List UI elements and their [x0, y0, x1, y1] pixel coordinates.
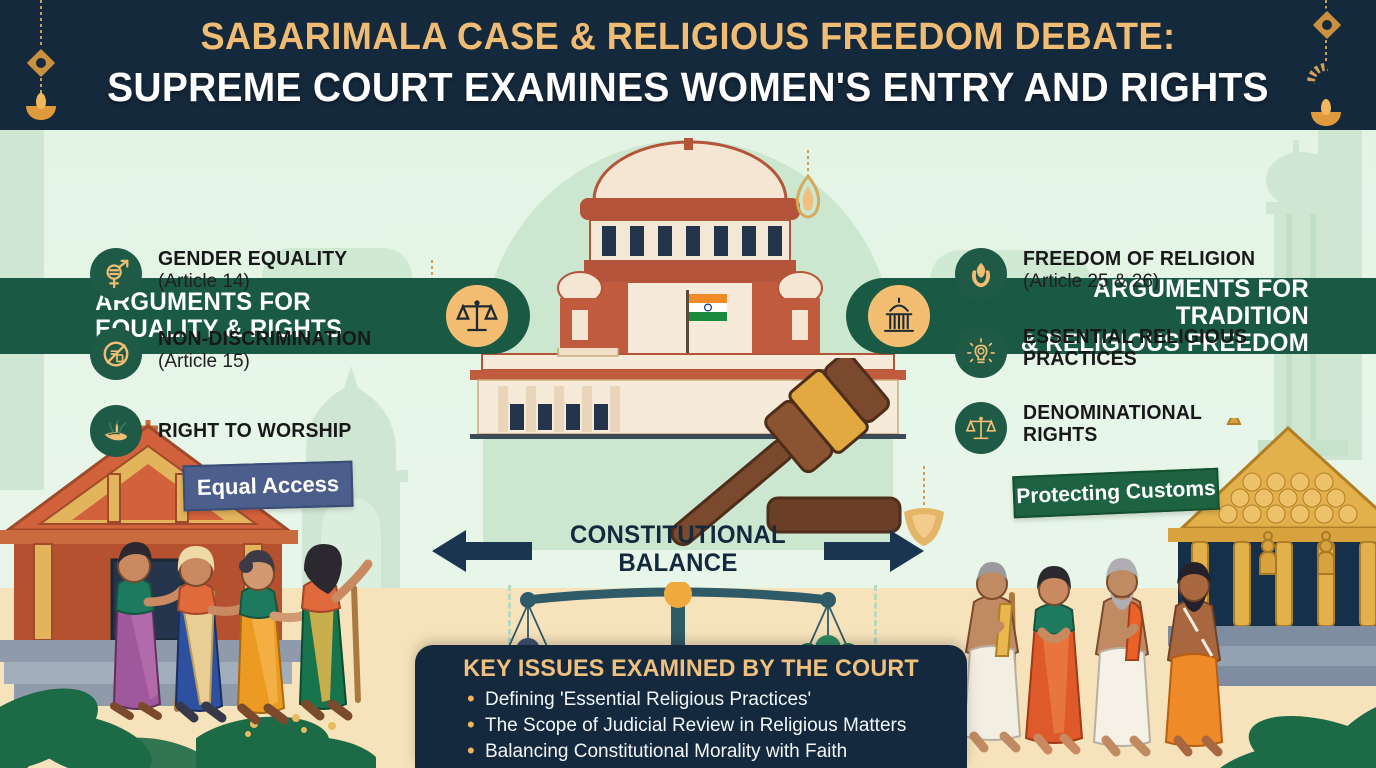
left-item-2-title: Right to Worship: [158, 419, 352, 442]
left-panel-header: Arguments for Equality & Rights: [0, 278, 530, 354]
key-issues-title: Key Issues Examined by the Court: [463, 655, 919, 682]
key-issues-item-1: The Scope of Judicial Review in Religiou…: [467, 712, 967, 739]
right-item-1-title: Essential Religious: [1023, 326, 1248, 348]
left-item-0-text: Gender Equality (Article 14): [158, 248, 353, 293]
foliage-left-flowers: [196, 714, 376, 768]
banner-protecting-customs: Protecting Customs: [1012, 467, 1220, 519]
left-item-1-text: Non-Discrimination (Article 15): [158, 328, 378, 373]
left-arrow-icon: [432, 530, 532, 572]
right-item-1: Essential Religious Practices: [955, 326, 1254, 378]
indian-flag-icon: [686, 290, 727, 354]
banner-equal-access-label: Equal Access: [196, 471, 340, 500]
gavel-icon: [670, 358, 902, 547]
right-arrow-icon: [824, 530, 924, 572]
left-item-2-text: Right to Worship: [158, 420, 358, 442]
right-item-1-text: Essential Religious Practices: [1023, 326, 1254, 371]
scales-of-justice-icon: [442, 281, 512, 351]
left-item-0: Gender Equality (Article 14): [90, 248, 353, 300]
left-item-1: Non-Discrimination (Article 15): [90, 328, 378, 380]
right-item-2-title: Denominational: [1023, 402, 1203, 424]
temple-flame-icon: [795, 150, 821, 219]
right-panel-header-text: Arguments for Tradition & Religious Free…: [973, 274, 1309, 357]
temple-courthouse-icon: [864, 281, 934, 351]
page-title-line1: Sabarimala Case & Religious Freedom Deba…: [200, 16, 1176, 58]
right-item-0-subtitle: (Article 25 & 26): [1023, 271, 1160, 293]
hanging-diya-lamp-icon: [26, 93, 56, 120]
left-item-1-title: Non-Discrimination: [158, 328, 372, 350]
hanging-string-left-1: [40, 0, 42, 54]
right-panel-header-line1: Arguments for Tradition: [1093, 274, 1309, 330]
key-issues-list: Defining 'Essential Religious Practices'…: [467, 686, 967, 765]
right-item-0-text: Freedom of Religion (Article 25 & 26): [1023, 248, 1262, 293]
title-banner: Sabarimala Case & Religious Freedom Deba…: [0, 0, 1376, 130]
key-issues-box: Key Issues Examined by the Court Definin…: [415, 645, 967, 768]
right-item-2-title2: Rights: [1023, 424, 1098, 447]
right-item-2-text: Denominational Rights: [1023, 402, 1208, 447]
banner-protecting-customs-label: Protecting Customs: [1015, 476, 1217, 509]
right-panel-header-line2: & Religious Freedom: [1020, 328, 1309, 357]
right-item-0-title: Freedom of Religion: [1023, 248, 1256, 270]
supreme-court-building-icon: [557, 138, 823, 355]
hanging-diya-lamp-icon-right: [1311, 99, 1341, 126]
devotees-group: [962, 558, 1224, 757]
lightbulb-idea-icon: [955, 326, 1007, 378]
right-panel-header: Arguments for Tradition & Religious Free…: [846, 274, 1376, 357]
hanging-lamp-decor-right: [904, 466, 944, 546]
key-issues-item-0: Defining 'Essential Religious Practices': [467, 686, 967, 713]
foliage-right: [1210, 697, 1376, 768]
foliage-left: [0, 688, 217, 768]
constitutional-balance-line2: Balance: [618, 548, 738, 577]
constitutional-balance-heading: Constitutional Balance: [534, 521, 822, 577]
left-item-1-subtitle: (Article 15): [158, 351, 250, 373]
right-item-2: Denominational Rights: [955, 402, 1208, 454]
right-item-0: Freedom of Religion (Article 25 & 26): [955, 248, 1262, 300]
women-marchers-group: [110, 542, 373, 725]
right-item-1-title2: Practices: [1023, 348, 1137, 371]
hand-worship-icon: [90, 405, 142, 457]
left-item-2: Right to Worship: [90, 405, 358, 457]
left-item-0-subtitle: (Article 14): [158, 271, 250, 293]
hanging-string-right-2: [1325, 40, 1327, 62]
non-discrimination-icon: [90, 328, 142, 380]
hands-flame-icon: [955, 248, 1007, 300]
key-issues-item-2: Balancing Constitutional Morality with F…: [467, 738, 967, 765]
banner-equal-access: Equal Access: [182, 460, 354, 512]
left-item-0-title: Gender Equality: [158, 248, 348, 270]
page-title-line2: Supreme Court Examines Women's Entry and…: [107, 64, 1269, 110]
constitutional-balance-line1: Constitutional: [569, 521, 786, 549]
scales-of-justice-icon-right: [955, 402, 1007, 454]
hanging-string-right-1: [1325, 0, 1327, 12]
gender-equality-icon: [90, 248, 142, 300]
temple-finials-right: [1259, 531, 1335, 575]
